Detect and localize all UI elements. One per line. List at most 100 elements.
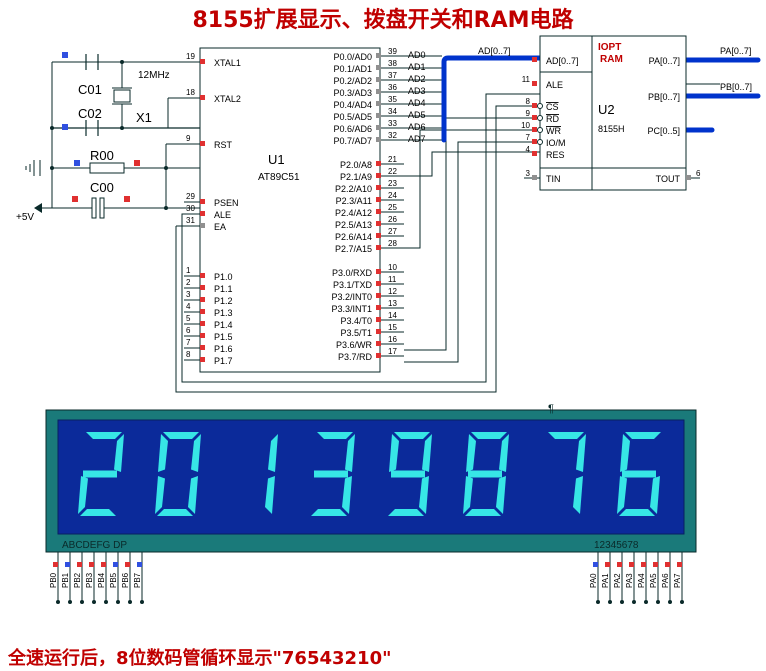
u1-pin-name: P0.1/AD1 (333, 64, 372, 74)
u1-pin-name: P2.6/A14 (335, 232, 372, 242)
segment-g (391, 470, 425, 478)
u2-pin-num: 11 (522, 75, 531, 84)
ad-line-label: AD4 (408, 98, 426, 108)
u2-pin-num: 6 (696, 169, 701, 178)
segment-a (163, 432, 199, 439)
u1-pin-name: P2.7/A15 (335, 244, 372, 254)
u1-pin-num: 8 (186, 350, 191, 359)
segment-d (388, 509, 424, 516)
u1-pin-num: 11 (388, 275, 397, 284)
u1-pin-num: 18 (186, 88, 195, 97)
label-c00: C00 (90, 180, 114, 195)
u1-pin-num: 21 (388, 155, 397, 164)
segment-c (265, 476, 275, 514)
junction-marker (72, 196, 78, 202)
u1-pin-marker (376, 197, 381, 202)
display-pin-marker (53, 562, 58, 567)
u2-pin-name: RES (546, 150, 565, 160)
resistor-r00 (89, 162, 125, 174)
u2-pin-marker (532, 127, 537, 132)
display-pin-label: PA4 (637, 573, 646, 588)
u1-pin-num: 12 (388, 287, 397, 296)
display-pin-end (56, 600, 60, 604)
segment-e (463, 476, 473, 514)
u1-pin-name: P1.0 (214, 272, 233, 282)
display-pin-end (68, 600, 72, 604)
ad-line-label: AD7 (408, 134, 426, 144)
display-pin-end (656, 600, 660, 604)
u1-pin-num: 9 (186, 134, 191, 143)
display-pin-marker (641, 562, 646, 567)
ad-line-label: AD0 (408, 50, 426, 60)
display-pin-label: PA7 (673, 573, 682, 588)
display-pin-end (104, 600, 108, 604)
u1-pin-marker (376, 281, 381, 286)
ad-line-label: AD5 (408, 110, 426, 120)
u1-pin-name: XTAL2 (214, 94, 241, 104)
display-pin-marker (629, 562, 634, 567)
u1-ref: U1 (268, 152, 285, 167)
ad-line-label: AD2 (408, 74, 426, 84)
u2-chip-body (539, 35, 687, 191)
u2-pin-num: 10 (521, 121, 530, 130)
display-pin-marker (101, 562, 106, 567)
u1-pin-name: P3.6/WR (336, 340, 373, 350)
u1-pin-marker (376, 329, 381, 334)
display-pin-end (116, 600, 120, 604)
u1-pin-num: 15 (388, 323, 397, 332)
u2-pin-name: PC[0..5] (647, 126, 680, 136)
u1-pin-marker (200, 345, 205, 350)
digit-1 (78, 432, 124, 516)
label-c02: C02 (78, 106, 102, 121)
u1-pin-name: P2.2/A10 (335, 184, 372, 194)
u1-pin-marker (200, 223, 205, 228)
u1-pin-marker (376, 137, 381, 142)
u1-pin-marker (376, 173, 381, 178)
u1-pin-marker (200, 321, 205, 326)
segment-c (342, 476, 352, 514)
segment-d (311, 509, 347, 516)
segment-d (157, 509, 193, 516)
display-pin-marker (137, 562, 142, 567)
display-pin-label: PB0 (49, 572, 58, 588)
display-pin-label: PB1 (61, 572, 70, 588)
display-pin-end (644, 600, 648, 604)
u1-pin-marker (200, 141, 205, 146)
display-pin-label: PB2 (73, 572, 82, 588)
display-pin-marker (125, 562, 130, 567)
u1-pin-marker (376, 305, 381, 310)
u1-pin-num: 1 (186, 266, 191, 275)
u2-pin-name: RD (546, 114, 559, 124)
crystal-x1 (112, 87, 132, 105)
u1-pin-marker (200, 211, 205, 216)
segment-e (155, 476, 165, 514)
u1-pin-num: 31 (186, 216, 195, 225)
u1-pin-marker (200, 309, 205, 314)
u1-pin-name: P2.1/A9 (340, 172, 372, 182)
u1-pin-name: P1.5 (214, 332, 233, 342)
u1-pin-name: PSEN (214, 198, 239, 208)
segment-d (80, 509, 116, 516)
u1-pin-marker (376, 317, 381, 322)
segment-g (468, 470, 502, 478)
u1-pin-name: P1.4 (214, 320, 233, 330)
u1-pin-marker (376, 353, 381, 358)
u1-pin-name: P3.7/RD (338, 352, 373, 362)
segment-b (268, 434, 278, 472)
display-pin-marker (113, 562, 118, 567)
segment-g (83, 470, 117, 478)
vcc-arrow (34, 203, 42, 213)
display-pin-marker (89, 562, 94, 567)
u2-pin-name: PA[0..7] (649, 56, 680, 66)
u2-pin-marker (532, 81, 537, 86)
u1-pin-name: P1.2 (214, 296, 233, 306)
u1-pin-marker (200, 357, 205, 362)
junction-marker (74, 160, 80, 166)
digit-4 (311, 432, 355, 516)
u1-pin-marker (200, 297, 205, 302)
u1-pin-name: P3.4/T0 (340, 316, 372, 326)
u2-pin-name: CS (546, 102, 559, 112)
u1-pin-num: 39 (388, 47, 397, 56)
u1-pin-num: 6 (186, 326, 191, 335)
